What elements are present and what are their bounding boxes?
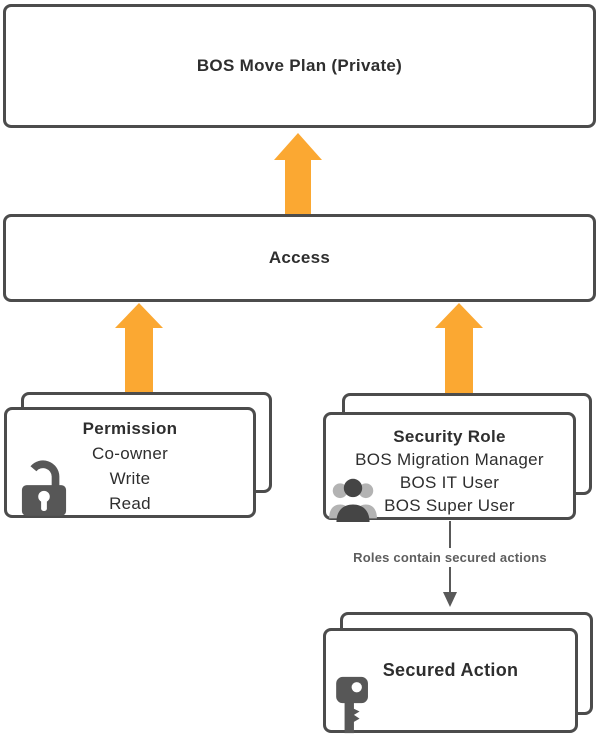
permission-card-text: Permission Co-owner Write Read: [7, 416, 253, 516]
secured-action-title: Secured Action: [382, 660, 519, 680]
security-role-item: BOS Migration Manager: [355, 450, 544, 469]
open-padlock-icon: [21, 460, 67, 516]
permission-item: Write: [109, 469, 151, 488]
secured-action-card: Secured Action: [323, 628, 578, 734]
permission-item: Co-owner: [91, 444, 169, 463]
access-label: Access: [268, 248, 331, 267]
secured-action-card-text: Secured Action: [326, 657, 575, 683]
security-role-card-text: Security Role BOS Migration Manager BOS …: [326, 425, 573, 517]
security-role-title: Security Role: [393, 427, 506, 446]
security-role-item: BOS Super User: [384, 496, 515, 515]
connector-arrowhead-icon: [443, 592, 457, 607]
users-icon: [329, 478, 377, 522]
permission-title: Permission: [82, 419, 178, 438]
security-role-item: BOS IT User: [399, 473, 500, 492]
key-icon: [336, 676, 368, 734]
permission-card: Permission Co-owner Write Read: [4, 407, 256, 518]
permission-item: Read: [109, 494, 151, 513]
arrow-access-to-plan: [274, 133, 322, 217]
security-role-card: Security Role BOS Migration Manager BOS …: [323, 412, 576, 522]
bos-move-plan-label: BOS Move Plan (Private): [196, 56, 403, 75]
access-box: Access: [3, 214, 596, 302]
connector-label: Roles contain secured actions: [335, 548, 565, 567]
arrow-permission-to-access: [115, 303, 163, 396]
arrow-securityrole-to-access: [435, 303, 483, 396]
bos-move-plan-box: BOS Move Plan (Private): [3, 4, 596, 128]
